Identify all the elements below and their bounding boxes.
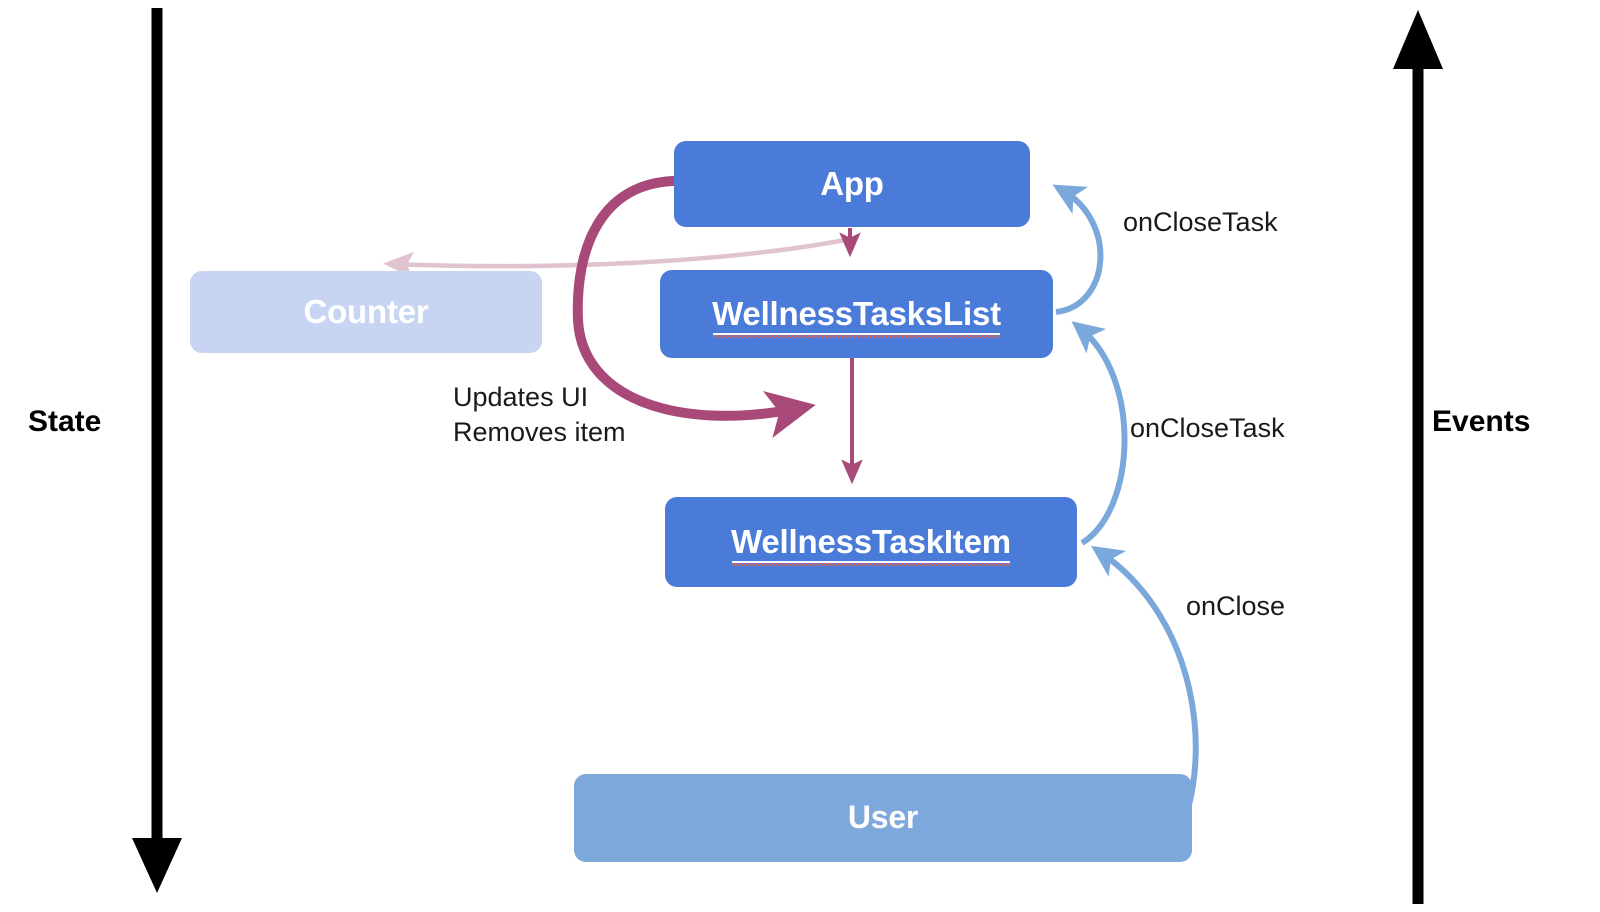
axis-label-state: State — [28, 405, 102, 438]
edge-label-updates-ui: Updates UI Removes item — [453, 380, 626, 449]
edge-app-to-counter — [383, 237, 846, 278]
node-counter[interactable]: Counter — [190, 271, 542, 353]
node-wellnesstaskitem[interactable]: WellnessTaskItem — [665, 497, 1077, 587]
edge-label-onclosetask-mid: onCloseTask — [1130, 413, 1285, 443]
edge-label-onclosetask-top: onCloseTask — [1123, 207, 1278, 237]
node-wellnesstaskslist[interactable]: WellnessTasksList — [660, 270, 1053, 358]
node-wellnesstaskslist-label: WellnessTasksList — [712, 294, 1001, 338]
node-app[interactable]: App — [674, 141, 1030, 227]
state-axis-arrow — [132, 8, 182, 893]
edge-item-to-list-oncloset — [1071, 321, 1128, 546]
axis-label-events: Events — [1432, 405, 1531, 438]
node-counter-label: Counter — [303, 292, 429, 330]
edge-label-onclose: onClose — [1186, 591, 1286, 621]
edge-label-updates-line2: Removes item — [453, 416, 626, 447]
edge-list-to-app-oncloset — [1052, 184, 1104, 315]
node-user[interactable]: User — [574, 774, 1192, 862]
edge-label-updates-line1: Updates UI — [453, 382, 589, 412]
node-app-label: App — [820, 164, 884, 202]
node-wellnesstaskitem-label: WellnessTaskItem — [731, 522, 1011, 566]
node-user-label: User — [847, 799, 919, 836]
events-axis-arrow — [1393, 10, 1443, 904]
